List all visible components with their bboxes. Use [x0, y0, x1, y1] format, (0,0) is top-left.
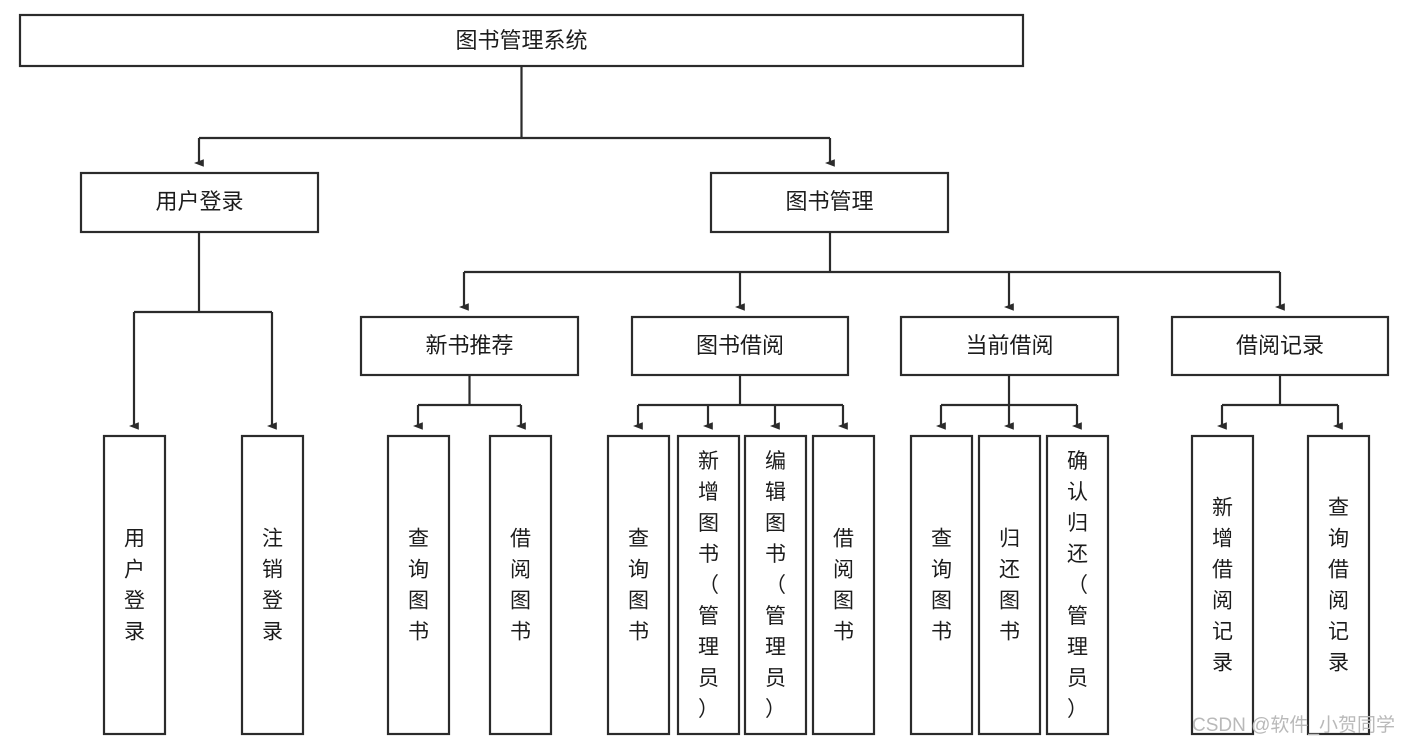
leaf-label: 借阅图书	[510, 528, 531, 644]
node-new-book-recommend[interactable]: 新书推荐	[359, 315, 580, 377]
leaf-label: 查询图书	[931, 528, 952, 644]
leaf-box[interactable]	[676, 434, 741, 736]
leaf-box[interactable]	[743, 434, 808, 736]
nodes-layer: 图书管理系统 用户登录 图书管理 新书推荐 图书借阅 当前	[18, 13, 1390, 736]
leaf-node[interactable]: 查询图书	[909, 434, 974, 736]
leaf-label: 归还图书	[999, 528, 1020, 644]
node-current-borrow-box[interactable]	[899, 315, 1120, 377]
leaf-box[interactable]	[1045, 434, 1110, 736]
watermark-label: CSDN @软件_小贺同学	[1192, 714, 1395, 736]
node-user-login[interactable]: 用户登录	[79, 171, 320, 234]
leaf-node[interactable]: 借阅图书	[488, 434, 553, 736]
node-borrow-record-label: 借阅记录	[1236, 333, 1324, 358]
node-root-label: 图书管理系统	[455, 28, 587, 53]
leaf-node[interactable]: 借阅图书	[811, 434, 876, 736]
node-user-login-label: 用户登录	[155, 189, 243, 214]
leaf-box[interactable]	[102, 434, 167, 736]
node-book-management-box[interactable]	[709, 171, 950, 234]
leaf-label: 新增图书（管理员）	[698, 450, 719, 721]
leaf-node[interactable]: 新增图书（管理员）	[676, 434, 741, 736]
leaf-box[interactable]	[1190, 434, 1255, 736]
leaf-node[interactable]: 查询借阅记录	[1306, 434, 1371, 736]
leaf-label: 查询图书	[628, 528, 649, 644]
node-book-borrow[interactable]: 图书借阅	[630, 315, 850, 377]
leaf-box[interactable]	[488, 434, 553, 736]
leaf-box[interactable]	[606, 434, 671, 736]
leaf-node[interactable]: 编辑图书（管理员）	[743, 434, 808, 736]
leaf-label: 借阅图书	[833, 528, 854, 644]
leaf-box[interactable]	[386, 434, 451, 736]
connectors-layer	[129, 66, 1343, 430]
node-user-login-box[interactable]	[79, 171, 320, 234]
node-new-book-recommend-box[interactable]	[359, 315, 580, 377]
node-book-management[interactable]: 图书管理	[709, 171, 950, 234]
node-root-box[interactable]	[18, 13, 1025, 68]
leaf-node[interactable]: 用户登录	[102, 434, 167, 736]
leaf-label: 新增借阅记录	[1212, 497, 1233, 675]
node-current-borrow-label: 当前借阅	[965, 333, 1053, 358]
leaf-label: 注销登录	[262, 528, 283, 644]
node-new-book-recommend-label: 新书推荐	[425, 333, 513, 358]
leaf-box[interactable]	[977, 434, 1042, 736]
leaf-node[interactable]: 查询图书	[606, 434, 671, 736]
node-borrow-record[interactable]: 借阅记录	[1170, 315, 1390, 377]
leaf-box[interactable]	[811, 434, 876, 736]
leaf-label: 查询借阅记录	[1328, 497, 1349, 675]
leaf-node[interactable]: 注销登录	[240, 434, 305, 736]
leaf-box[interactable]	[1306, 434, 1371, 736]
node-current-borrow[interactable]: 当前借阅	[899, 315, 1120, 377]
leaf-box[interactable]	[909, 434, 974, 736]
watermark: CSDN @软件_小贺同学	[1192, 714, 1395, 736]
node-root[interactable]: 图书管理系统	[18, 13, 1025, 68]
leaf-box[interactable]	[240, 434, 305, 736]
node-book-borrow-label: 图书借阅	[696, 333, 784, 358]
leaf-label: 查询图书	[408, 528, 429, 644]
leaf-label: 编辑图书（管理员）	[765, 450, 786, 721]
node-book-borrow-box[interactable]	[630, 315, 850, 377]
leaf-node[interactable]: 确认归还（管理员）	[1045, 434, 1110, 736]
node-book-management-label: 图书管理	[785, 189, 873, 214]
leaf-node[interactable]: 查询图书	[386, 434, 451, 736]
leaf-label: 用户登录	[124, 528, 145, 644]
node-borrow-record-box[interactable]	[1170, 315, 1390, 377]
leaf-label: 确认归还（管理员）	[1067, 450, 1088, 721]
leaf-node[interactable]: 归还图书	[977, 434, 1042, 736]
leaf-node[interactable]: 新增借阅记录	[1190, 434, 1255, 736]
